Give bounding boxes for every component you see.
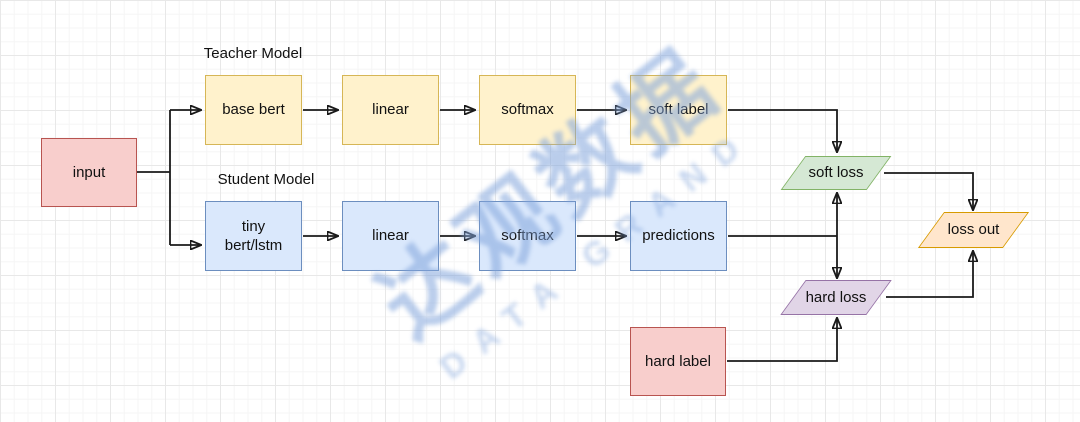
node-teacher-softmax: softmax — [479, 75, 576, 145]
node-base-bert-shape — [205, 75, 302, 145]
node-student-linear: linear — [342, 201, 439, 271]
node-tiny-bert-lstm-shape — [205, 201, 302, 271]
node-predictions-shape — [630, 201, 727, 271]
node-student-linear-shape — [342, 201, 439, 271]
node-tiny-bert-lstm: tiny bert/lstm — [205, 201, 302, 271]
connectors — [137, 109, 973, 362]
node-student-linear-label: linear — [372, 227, 409, 245]
node-input-label: input — [72, 163, 106, 181]
node-soft-label: soft label — [630, 75, 727, 145]
edge-hardlabel-hardloss — [727, 318, 837, 362]
node-hard-label-label: hard label — [645, 352, 711, 370]
node-hard-label-shape — [630, 327, 726, 396]
node-soft-loss-label: soft loss — [808, 164, 864, 182]
node-loss-out: loss out — [917, 212, 1030, 248]
node-soft-label-shape — [630, 75, 727, 145]
node-hard-loss: hard loss — [780, 280, 892, 315]
node-student-softmax: softmax — [479, 201, 576, 271]
node-soft-loss: soft loss — [780, 156, 892, 190]
node-base-bert: base bert — [205, 75, 302, 145]
node-predictions: predictions — [630, 201, 727, 271]
node-tiny-bert-lstm-label: tiny bert/lstm — [224, 217, 283, 255]
node-teacher-softmax-shape — [479, 75, 576, 145]
edge-softloss-lossout — [884, 172, 973, 210]
node-predictions-label: predictions — [642, 227, 715, 245]
node-student-softmax-shape — [479, 201, 576, 271]
node-soft-label-label: soft label — [648, 101, 709, 119]
node-student-softmax-label: softmax — [501, 227, 554, 245]
node-teacher-linear: linear — [342, 75, 439, 145]
edge-hardloss-lossout — [886, 251, 973, 298]
node-teacher-linear-label: linear — [372, 101, 409, 119]
node-hard-label: hard label — [630, 327, 726, 396]
node-input-shape — [41, 138, 137, 207]
teacher-model-label: Teacher Model — [203, 45, 303, 62]
edge-softlabel-softloss — [728, 109, 837, 152]
node-loss-out-label: loss out — [947, 221, 1000, 239]
node-input: input — [41, 138, 137, 207]
node-base-bert-label: base bert — [222, 101, 285, 119]
node-teacher-linear-shape — [342, 75, 439, 145]
node-teacher-softmax-label: softmax — [501, 101, 554, 119]
student-model-label: Student Model — [217, 171, 315, 188]
node-hard-loss-label: hard loss — [805, 288, 867, 306]
